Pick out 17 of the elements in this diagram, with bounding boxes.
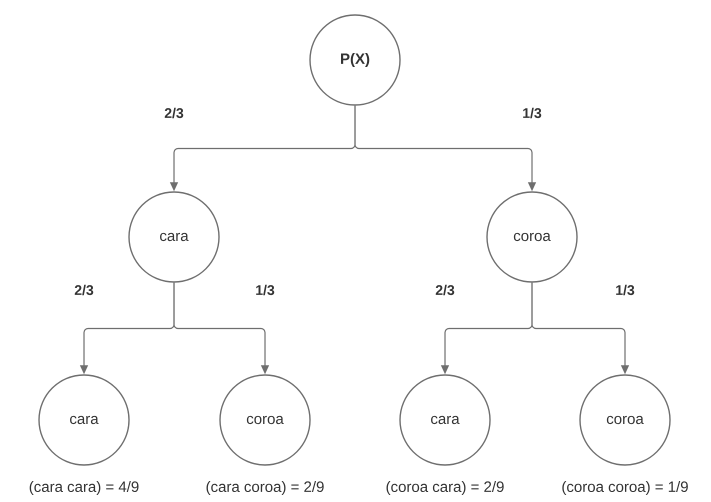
edge-label: 1/3 <box>523 108 542 118</box>
result-label: (coroa coroa) = 1/9 <box>562 481 688 495</box>
circle-node: cara <box>128 191 220 283</box>
result-label: (coroa cara) = 2/9 <box>386 481 504 495</box>
circle-node: P(X) <box>309 14 401 106</box>
edge-label: 1/3 <box>616 284 634 296</box>
edge-label: 2/3 <box>436 284 454 296</box>
edge-label: 1/3 <box>256 284 274 296</box>
circle-node: coroa <box>486 191 578 283</box>
circle-node: coroa <box>219 374 311 466</box>
circle-node: coroa <box>579 374 671 466</box>
edge-label: 2/3 <box>164 108 184 118</box>
circle-node: cara <box>399 374 491 466</box>
result-label: (cara coroa) = 2/9 <box>206 481 324 495</box>
result-label: (cara cara) = 4/9 <box>30 481 138 495</box>
edge-label: 2/3 <box>74 284 94 296</box>
circle-node: cara <box>38 374 130 466</box>
